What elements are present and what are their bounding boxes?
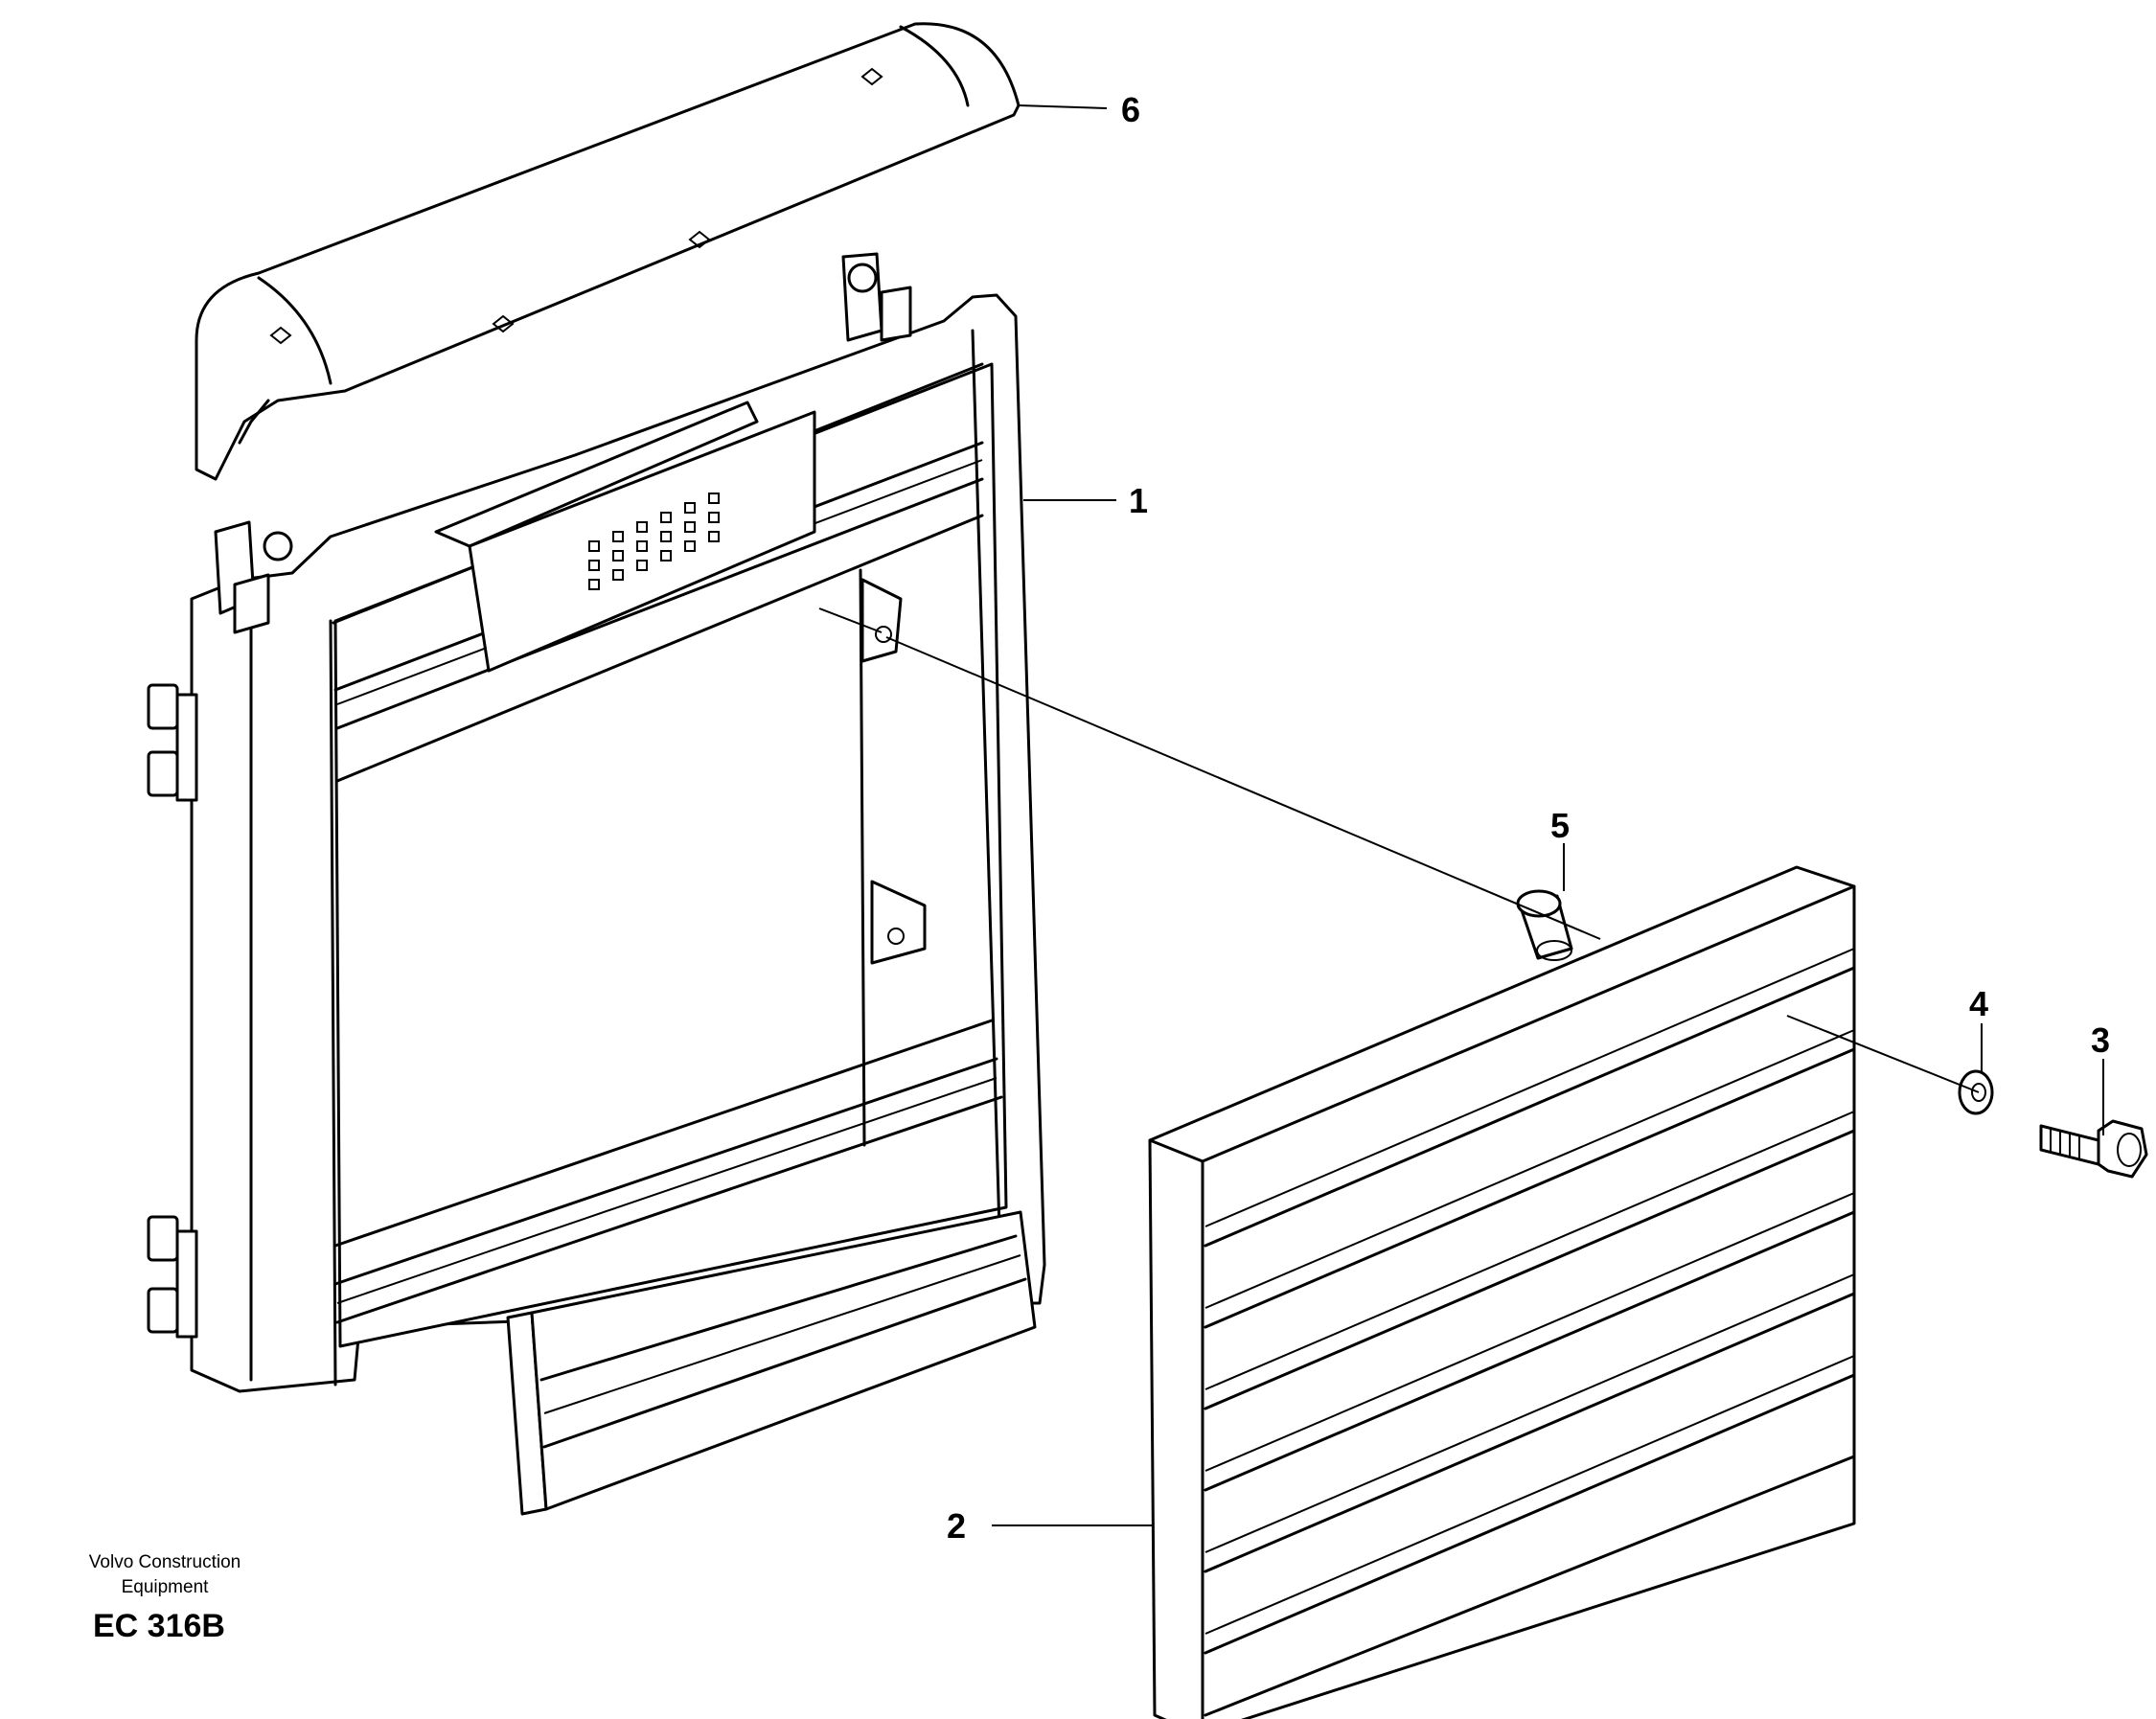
vent-holes: [588, 493, 720, 590]
brand-line-2: Equipment: [122, 1577, 210, 1597]
bolt-part: [2039, 1119, 2148, 1179]
main-frame-part: [147, 252, 1046, 1516]
brand-line-1: Volvo Construction: [89, 1552, 241, 1572]
spacer-part: [1516, 889, 1573, 961]
grille-part: [1148, 865, 1856, 1719]
top-cover-part: [195, 22, 1021, 481]
washer-part: [1958, 1069, 1994, 1115]
assembly-lines: [818, 607, 1980, 1093]
diagram-code: EC 316B: [93, 1608, 225, 1644]
leader-lines: [992, 104, 2104, 1526]
callout-3: 3: [2091, 1020, 2110, 1060]
callout-4: 4: [1969, 984, 1988, 1023]
callout-1: 1: [1129, 481, 1148, 520]
callout-5: 5: [1550, 806, 1570, 845]
callout-2: 2: [947, 1506, 966, 1546]
hinges: [147, 683, 198, 1339]
callout-6: 6: [1121, 90, 1140, 129]
